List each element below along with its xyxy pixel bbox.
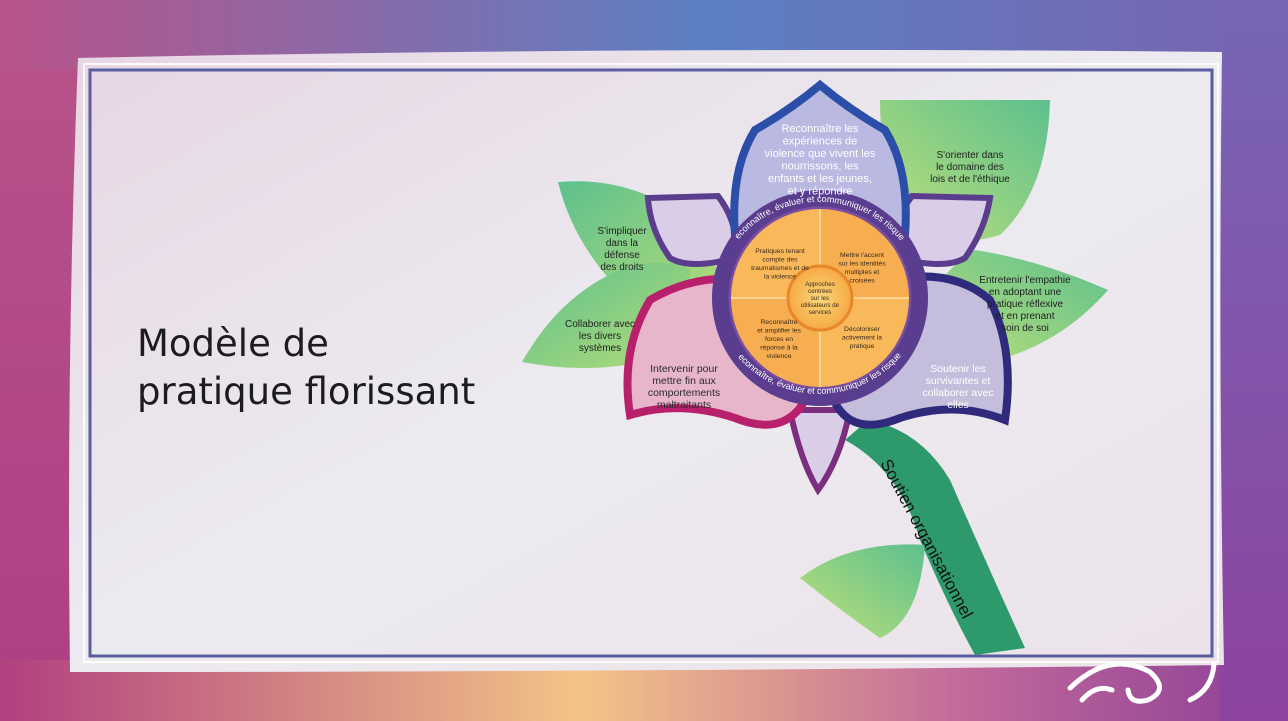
label-leaf-left-upper-line: des droits (600, 262, 643, 273)
label-quadrant-br-line: activement la (842, 335, 882, 342)
label-leaf-right-lower-line: soin de soi (1001, 323, 1049, 334)
label-leaf-right-lower-line: pratique réflexive (987, 299, 1064, 310)
label-center-line: Approches (805, 281, 835, 288)
label-quadrant-tr: Mettre l'accent sur les identitésmultiple… (838, 252, 886, 285)
label-quadrant-tl-line: Pratiques tenant (755, 248, 805, 255)
label-leaf-left-upper-line: dans la (606, 238, 639, 249)
label-quadrant-br-line: pratique (850, 343, 875, 350)
label-petal-top-line: Reconnaître les (781, 123, 859, 135)
label-petal-top-line: expériences de (783, 136, 858, 148)
core-center (786, 264, 854, 332)
label-petal-top-line: enfants et les jeunes, (768, 173, 872, 185)
label-center-line: centrées (808, 288, 832, 295)
label-leaf-right-lower-line: Entretenir l'empathie (979, 275, 1071, 286)
label-quadrant-bl-line: violence (767, 353, 792, 360)
label-petal-right-line: elles (947, 399, 969, 411)
label-petal-right-line: collaborer avec (922, 387, 993, 399)
label-quadrant-tr-line: Mettre l'accent (840, 252, 884, 259)
label-center-line: sur les (811, 295, 829, 302)
label-quadrant-bl-line: Reconnaître (760, 319, 797, 326)
label-leaf-right-lower-line: et en prenant (996, 311, 1055, 322)
leaf-bottom (800, 544, 925, 638)
label-quadrant-tr-line: croisées (849, 278, 875, 285)
label-petal-left-line: mettre fin aux (652, 375, 716, 387)
label-quadrant-tl-line: traumatismes et de (751, 265, 809, 272)
slide-title: Modèle de pratique florissant (137, 320, 537, 416)
label-quadrant-br-line: Décoloniser (844, 326, 881, 333)
label-quadrant-bl-line: et amplifier les (757, 328, 801, 335)
label-quadrant-tl-line: la violence (764, 274, 796, 281)
label-quadrant-tr-line: multiples et (845, 269, 879, 276)
title-line-1: Modèle de (137, 322, 329, 365)
label-petal-left-line: Intervenir pour (650, 363, 718, 375)
label-petal-top-line: nourrissons, les (781, 161, 859, 173)
title-line-2: pratique florissant (137, 370, 476, 413)
label-center-line: utilisateurs de (801, 302, 840, 309)
label-petal-left-line: comportements (648, 387, 720, 399)
label-petal-top-line: violence que vivent les (765, 148, 876, 160)
label-petal-right-line: survivantes et (926, 375, 991, 387)
label-leaf-right-upper-line: le domaine des (936, 162, 1004, 173)
label-leaf-left-lower-line: systèmes (579, 343, 621, 354)
stem (845, 420, 1025, 655)
label-quadrant-bl-line: réponse à la (760, 345, 798, 352)
label-leaf-left-lower-line: Collaborer avec (565, 319, 635, 330)
label-leaf-right-upper-line: lois et de l'éthique (930, 174, 1010, 185)
label-quadrant-tl-line: compte des (762, 257, 798, 264)
label-petal-top-line: et y répondre (788, 186, 853, 198)
label-quadrant-bl-line: forces en (765, 336, 793, 343)
label-leaf-left-lower-line: les divers (579, 331, 621, 342)
label-leaf-right-lower-line: en adoptant une (989, 287, 1062, 298)
petal-back-bottom (786, 407, 854, 496)
label-quadrant-tr-line: sur les identités (838, 261, 886, 268)
label-leaf-left-upper-line: défense (604, 250, 640, 261)
label-center-line: services (809, 309, 832, 316)
label-leaf-left-upper-line: S'impliquer (597, 226, 647, 237)
label-petal-right-line: Soutenir les (930, 363, 985, 375)
flourish-ornament (1067, 661, 1217, 704)
label-petal-left-line: maltraitants (657, 399, 711, 411)
label-leaf-right-upper-line: S'orienter dans (937, 150, 1004, 161)
